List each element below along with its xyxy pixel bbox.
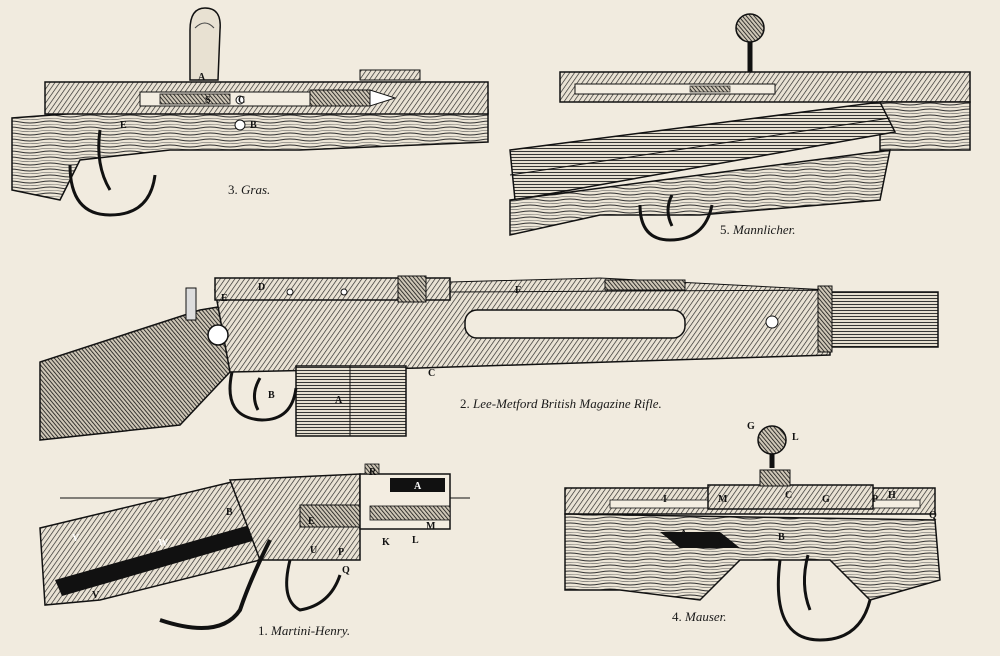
svg-text:P: P: [872, 494, 878, 505]
svg-text:B: B: [268, 390, 275, 401]
svg-text:M: M: [718, 494, 728, 505]
gras-drawing: A S C B E: [11, 7, 489, 217]
svg-text:F: F: [515, 285, 521, 296]
svg-text:U: U: [310, 545, 317, 556]
svg-text:B: B: [250, 120, 257, 131]
caption-gras: 3. Gras.: [228, 182, 270, 198]
svg-text:W: W: [158, 538, 168, 549]
caption-mauser-name: Mauser.: [685, 609, 727, 624]
svg-text:P: P: [338, 547, 344, 558]
svg-text:L: L: [412, 535, 419, 546]
svg-text:L: L: [792, 432, 799, 443]
caption-martini-henry-number: 1.: [258, 623, 268, 638]
caption-gras-name: Gras.: [241, 182, 271, 197]
svg-text:B: B: [226, 507, 233, 518]
svg-text:R: R: [369, 467, 377, 478]
caption-mannlicher-number: 5.: [720, 222, 730, 237]
svg-text:V: V: [92, 590, 100, 601]
caption-lee-metford: 2. Lee-Metford British Magazine Rifle.: [460, 396, 662, 412]
svg-text:C: C: [238, 95, 245, 106]
svg-text:A: A: [680, 529, 688, 540]
svg-text:G: G: [822, 494, 830, 505]
svg-text:B: B: [778, 532, 785, 543]
svg-text:V: V: [72, 533, 80, 544]
svg-text:A: A: [414, 481, 422, 492]
svg-text:S: S: [205, 95, 211, 106]
svg-text:Q: Q: [929, 510, 937, 521]
svg-text:C: C: [428, 368, 435, 379]
svg-text:E: E: [308, 516, 315, 527]
svg-text:I: I: [663, 494, 667, 505]
caption-lee-metford-number: 2.: [460, 396, 470, 411]
mannlicher-drawing: [509, 13, 971, 242]
lee-metford-drawing: E D F A B C: [39, 275, 939, 441]
martini-henry-drawing: R A B E M L K U P Q V W V: [39, 463, 470, 630]
caption-gras-number: 3.: [228, 182, 238, 197]
svg-text:K: K: [718, 537, 726, 548]
svg-text:E: E: [221, 293, 228, 304]
svg-text:A: A: [198, 72, 206, 83]
svg-text:Q: Q: [342, 565, 350, 576]
svg-text:H: H: [888, 490, 896, 501]
svg-text:G: G: [747, 421, 755, 432]
caption-martini-henry: 1. Martini-Henry.: [258, 623, 350, 639]
svg-text:K: K: [382, 537, 390, 548]
caption-mannlicher: 5. Mannlicher.: [720, 222, 795, 238]
svg-text:A: A: [335, 395, 343, 406]
caption-mauser-number: 4.: [672, 609, 682, 624]
caption-mannlicher-name: Mannlicher.: [733, 222, 796, 237]
caption-mauser: 4. Mauser.: [672, 609, 727, 625]
caption-lee-metford-name: Lee-Metford British Magazine Rifle.: [473, 396, 662, 411]
svg-text:D: D: [258, 282, 265, 293]
caption-martini-henry-name: Martini-Henry.: [271, 623, 351, 638]
mauser-drawing: G L I M C G P H Q A K B: [564, 421, 941, 642]
svg-text:C: C: [785, 490, 792, 501]
svg-text:M: M: [426, 521, 436, 532]
svg-text:E: E: [120, 120, 127, 131]
